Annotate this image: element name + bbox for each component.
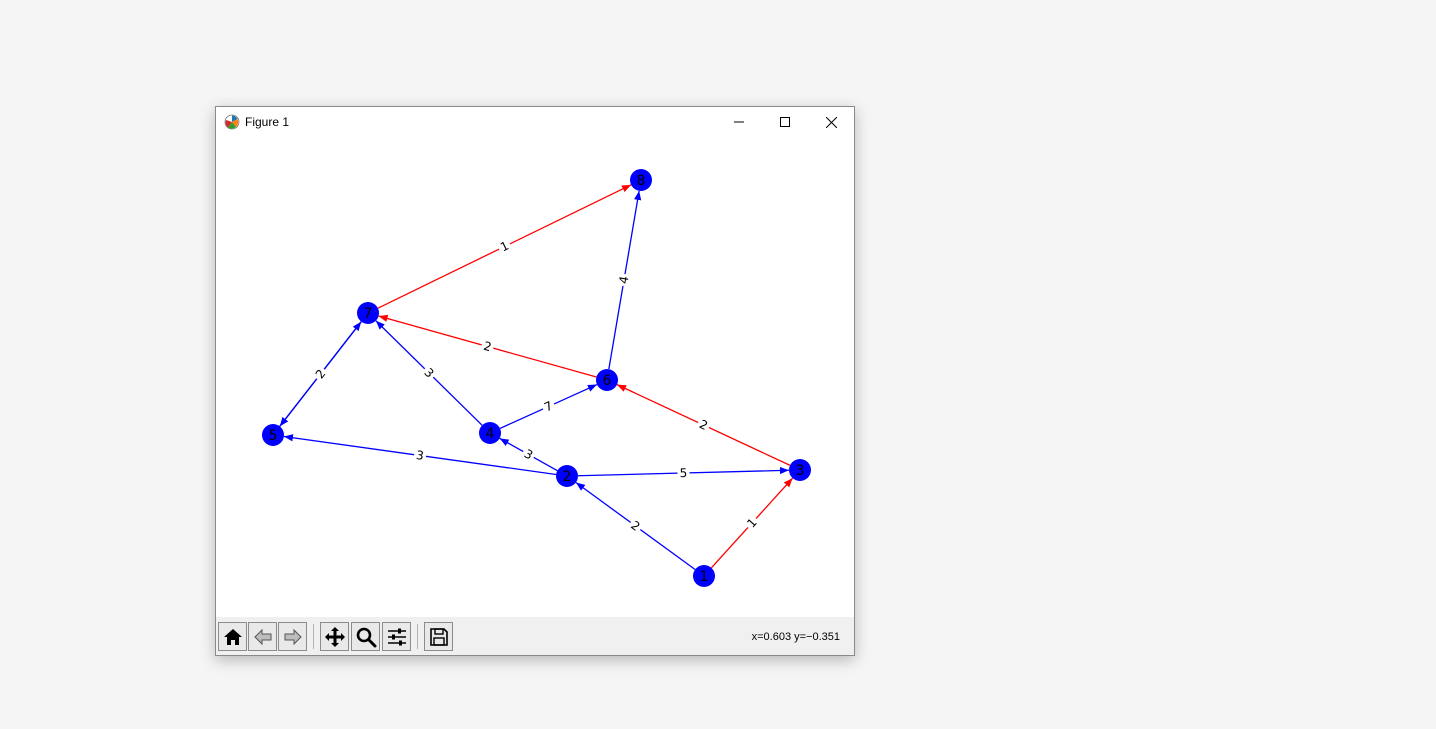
edge-weight-label: 2 <box>694 415 713 435</box>
maximize-button[interactable] <box>762 107 808 137</box>
edge-label-background <box>519 444 538 465</box>
edge-weight-text: 4 <box>616 275 631 285</box>
edge-label-background <box>495 236 514 257</box>
close-button[interactable] <box>808 107 854 137</box>
edge-label-background <box>412 446 428 465</box>
edge-weight-label: 3 <box>412 446 428 465</box>
navigation-toolbar: x=0.603 y=−0.351 <box>216 617 854 655</box>
edge-labels-layer: 1 2 5 3 3 2 7 3 2 2 4 1 <box>310 236 762 536</box>
edge-weight-label: 5 <box>677 464 690 482</box>
edges-layer <box>279 184 794 571</box>
close-icon <box>825 116 837 128</box>
edge-weight-label: 4 <box>615 272 633 288</box>
edge-label-background <box>310 364 331 384</box>
magnifier-icon <box>356 627 376 647</box>
edge-weight-label: 3 <box>519 444 538 465</box>
move-icon <box>324 626 345 647</box>
edge-label-background <box>694 415 713 435</box>
nodes-layer: 1 2 3 4 5 6 7 8 <box>262 169 811 587</box>
toolbar-separator <box>313 624 314 649</box>
graph-node-2 <box>556 465 578 487</box>
forward-arrow-icon <box>284 628 302 645</box>
back-button[interactable] <box>248 622 277 651</box>
node-label: 3 <box>796 463 805 479</box>
node-label: 4 <box>486 426 495 442</box>
pan-button[interactable] <box>320 622 349 651</box>
edge-label-background <box>615 272 633 288</box>
edge-weight-text: 2 <box>482 339 493 355</box>
back-arrow-icon <box>253 628 271 645</box>
zoom-button[interactable] <box>351 622 380 651</box>
node-label: 2 <box>563 469 572 485</box>
edge-weight-text: 3 <box>415 448 425 463</box>
node-label: 1 <box>700 569 709 585</box>
graph-node-8 <box>630 169 652 191</box>
figure-window: Figure 1 <box>215 106 855 656</box>
floppy-disk-icon <box>429 627 448 646</box>
edge-label-background <box>677 464 690 482</box>
graph-node-3 <box>789 459 811 481</box>
toolbar-separator <box>417 624 418 649</box>
edge-weight-label: 7 <box>539 396 558 417</box>
home-button[interactable] <box>218 622 247 651</box>
graph-node-5 <box>262 424 284 446</box>
matplotlib-icon <box>224 114 240 130</box>
edge-label-background <box>479 337 496 356</box>
node-label: 8 <box>637 173 646 189</box>
edge-weight-label: 1 <box>495 236 514 257</box>
edge-weight-label: 2 <box>310 364 331 384</box>
maximize-icon <box>780 117 790 127</box>
edge-weight-label: 2 <box>625 516 646 536</box>
save-button[interactable] <box>424 622 453 651</box>
node-label: 6 <box>603 373 612 389</box>
network-graph: 1 2 5 3 3 2 7 3 2 2 4 1 1 2 3 4 5 6 7 8 <box>262 169 811 587</box>
cursor-coordinates: x=0.603 y=−0.351 <box>751 631 840 643</box>
graph-node-6 <box>596 369 618 391</box>
home-icon <box>223 628 242 645</box>
node-label: 5 <box>269 428 278 444</box>
graph-node-1 <box>693 565 715 587</box>
figure-canvas[interactable]: 1 2 5 3 3 2 7 3 2 2 4 1 1 2 3 4 5 6 7 8 <box>216 137 854 617</box>
graph-node-7 <box>357 302 379 324</box>
minimize-button[interactable] <box>716 107 762 137</box>
title-bar[interactable]: Figure 1 <box>216 107 854 137</box>
edge-label-background <box>419 363 439 383</box>
edge-label-background <box>625 516 646 536</box>
edge-weight-label: 3 <box>419 363 439 383</box>
edge-weight-text: 5 <box>680 466 688 480</box>
edge-label-background <box>539 396 558 417</box>
edge-weight-label: 2 <box>479 337 496 356</box>
sliders-icon <box>387 628 406 645</box>
edge-label-background <box>742 513 762 533</box>
window-title: Figure 1 <box>245 115 290 129</box>
graph-node-4 <box>479 422 501 444</box>
configure-subplots-button[interactable] <box>382 622 411 651</box>
edge-weight-label: 1 <box>742 513 762 533</box>
minimize-icon <box>734 121 744 123</box>
forward-button[interactable] <box>278 622 307 651</box>
node-label: 7 <box>364 306 373 322</box>
